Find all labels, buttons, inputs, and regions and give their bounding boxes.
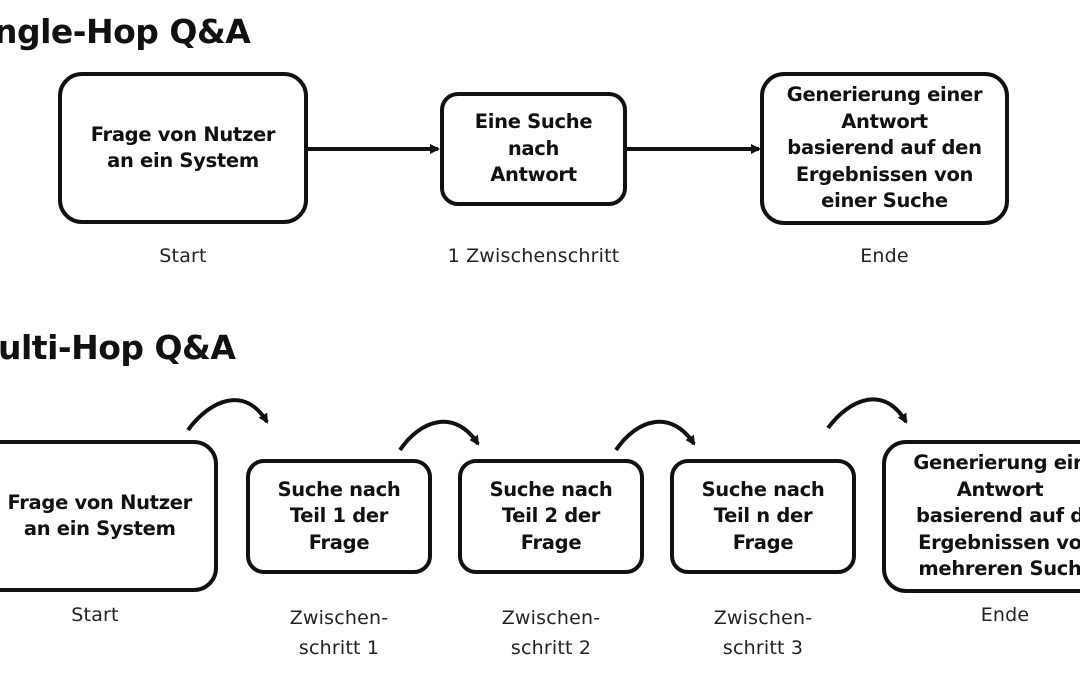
multi-hop-search-1-box: Suche nach Teil 1 der Frage <box>246 459 432 574</box>
multi-hop-search-2-text: Suche nach Teil 2 der Frage <box>489 477 613 554</box>
single-hop-start-text: Frage von Nutzer an ein System <box>90 122 276 173</box>
single-hop-search-box: Eine Suche nach Antwort <box>440 92 627 206</box>
single-hop-end-text: Generierung einer Antwort basierend auf … <box>786 83 983 213</box>
multi-hop-start-caption: Start <box>71 604 119 626</box>
single-hop-end-box: Generierung einer Antwort basierend auf … <box>760 72 1009 225</box>
multi-hop-search-n-text: Suche nach Teil n der Frage <box>701 477 825 554</box>
multi-hop-search-n-caption: Zwischen- schritt 3 <box>713 607 813 659</box>
single-hop-end-caption: Ende <box>860 245 909 267</box>
multi-hop-heading: ulti-Hop Q&A <box>0 328 236 367</box>
multi-hop-end-box: Generierung ein Antwort basierend auf d … <box>882 440 1080 593</box>
multi-hop-search-1-caption: Zwischen- schritt 1 <box>289 607 389 659</box>
multi-hop-end-text: Generierung ein Antwort basierend auf d … <box>913 451 1080 581</box>
multi-hop-search-1-text: Suche nach Teil 1 der Frage <box>277 477 401 554</box>
multi-hop-arrow-3 <box>614 419 696 452</box>
multi-hop-search-2-box: Suche nach Teil 2 der Frage <box>458 459 644 574</box>
single-hop-search-text: Eine Suche nach Antwort <box>474 110 593 187</box>
multi-hop-arrow-1 <box>186 398 269 432</box>
single-hop-search-caption: 1 Zwischenschritt <box>447 245 620 267</box>
multi-hop-start-box: Frage von Nutzer an ein System <box>0 440 218 592</box>
multi-hop-arrow-2 <box>398 419 480 452</box>
multi-hop-arrow-4 <box>826 397 908 430</box>
multi-hop-search-n-box: Suche nach Teil n der Frage <box>670 459 856 574</box>
multi-hop-end-caption: Ende <box>980 604 1030 626</box>
single-hop-heading: ngle-Hop Q&A <box>0 12 251 51</box>
single-hop-start-caption: Start <box>159 245 207 267</box>
multi-hop-start-text: Frage von Nutzer an ein System <box>7 490 192 541</box>
single-hop-start-box: Frage von Nutzer an ein System <box>58 72 308 224</box>
multi-hop-search-2-caption: Zwischen- schritt 2 <box>501 607 601 659</box>
